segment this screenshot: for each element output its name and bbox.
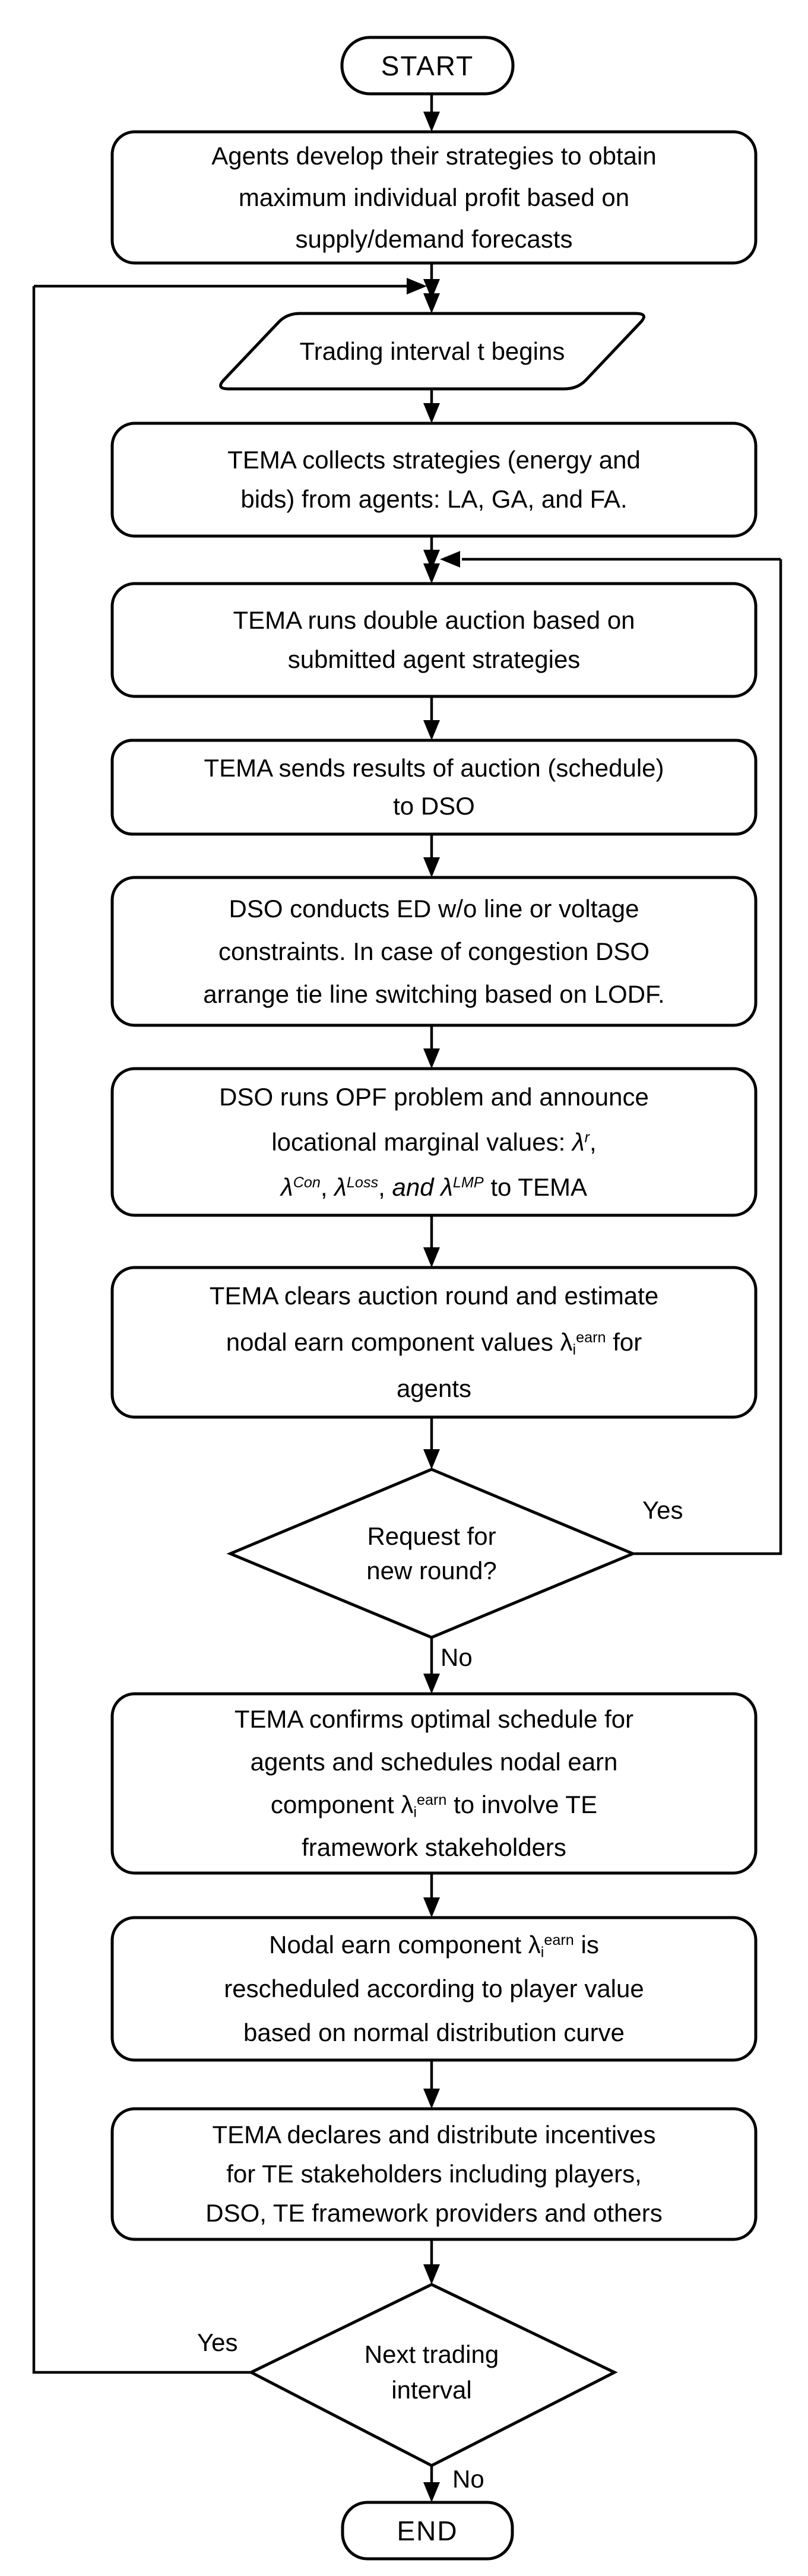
start-terminal-shape bbox=[340, 36, 515, 96]
node-nodal-earn-rescheduled: Nodal earn component λiearn is reschedul… bbox=[224, 1931, 644, 2046]
end-terminal-shape bbox=[341, 2501, 514, 2561]
decision-next-trading-interval: Next trading interval bbox=[364, 2340, 499, 2404]
interval-parallelogram-shape bbox=[219, 312, 645, 391]
node-dso-runs-opf: DSO runs OPF problem and announce locati… bbox=[219, 1082, 649, 1201]
dso-opf-box-shape bbox=[110, 1067, 758, 1217]
edge-request-yes-loop bbox=[633, 559, 782, 1555]
node-trading-interval-begins: Trading interval t begins bbox=[299, 337, 565, 365]
request-diamond-shape bbox=[226, 1468, 637, 1639]
node-tema-double-auction: TEMA runs double auction based on submit… bbox=[233, 606, 635, 673]
edge-next-yes-loop bbox=[32, 286, 251, 2374]
sends-box-shape bbox=[110, 739, 758, 836]
end-label: END bbox=[397, 2515, 458, 2546]
develop-box-shape bbox=[110, 130, 758, 265]
decision-request-new-round: Request for new round? bbox=[366, 1522, 497, 1585]
node-tema-confirms-schedule: TEMA confirms optimal schedule for agent… bbox=[234, 1705, 634, 1861]
connector-lines bbox=[32, 94, 782, 2488]
auction-box-shape bbox=[110, 582, 758, 698]
node-tema-collects: TEMA collects strategies (energy and bid… bbox=[227, 446, 641, 513]
declares-box-shape bbox=[110, 2107, 758, 2241]
next-yes-label: Yes bbox=[197, 2328, 238, 2356]
request-yes-label: Yes bbox=[642, 1496, 683, 1524]
request-no-label: No bbox=[441, 1643, 473, 1671]
nodal-box-shape bbox=[110, 1916, 758, 2062]
dso-ed-box-shape bbox=[110, 876, 758, 1027]
node-develop-strategies: Agents develop their strategies to obtai… bbox=[211, 141, 657, 253]
next-no-label: No bbox=[452, 2465, 484, 2493]
node-dso-conducts-ed: DSO conducts ED w/o line or voltage cons… bbox=[203, 894, 665, 1008]
node-tema-sends-results: TEMA sends results of auction (schedule)… bbox=[204, 754, 664, 820]
connector-arrowheads bbox=[407, 112, 460, 2502]
collects-box-shape bbox=[110, 422, 758, 538]
node-start: START bbox=[342, 37, 513, 94]
clears-box-shape bbox=[110, 1266, 758, 1419]
start-label: START bbox=[381, 50, 474, 81]
node-end: END bbox=[343, 2502, 512, 2559]
next-diamond-shape bbox=[248, 2283, 618, 2467]
node-tema-declares-incentives: TEMA declares and distribute incentives … bbox=[205, 2121, 663, 2227]
node-tema-clears-round: TEMA clears auction round and estimate n… bbox=[209, 1282, 659, 1402]
confirms-box-shape bbox=[110, 1692, 758, 1875]
